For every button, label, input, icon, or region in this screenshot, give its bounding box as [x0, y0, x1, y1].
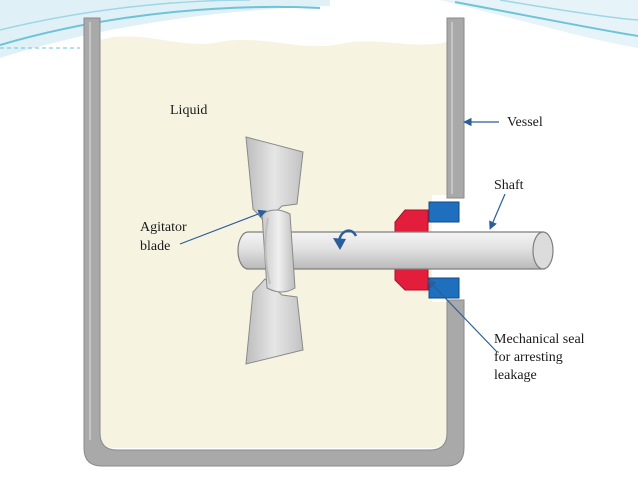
label-seal-line1: Mechanical seal: [494, 332, 585, 347]
vessel-wall: [83, 17, 465, 467]
label-agitator-line2: blade: [140, 239, 170, 254]
agitator-blade: [245, 136, 304, 365]
rotation-arrow-icon: [333, 229, 358, 250]
label-seal-line2: for arresting: [494, 350, 563, 365]
shaft: [237, 231, 554, 270]
label-shaft: Shaft: [494, 178, 524, 193]
header-decoration: [0, 0, 638, 58]
shaft-leader-line: [489, 193, 506, 230]
mechanical-seal: [394, 201, 460, 299]
label-liquid: Liquid: [170, 103, 207, 118]
label-vessel: Vessel: [507, 115, 543, 130]
agitator-leader-line: [179, 209, 267, 245]
seal-leader-line: [427, 279, 498, 353]
label-agitator-line1: Agitator: [140, 220, 187, 235]
label-seal-line3: leakage: [494, 368, 537, 383]
